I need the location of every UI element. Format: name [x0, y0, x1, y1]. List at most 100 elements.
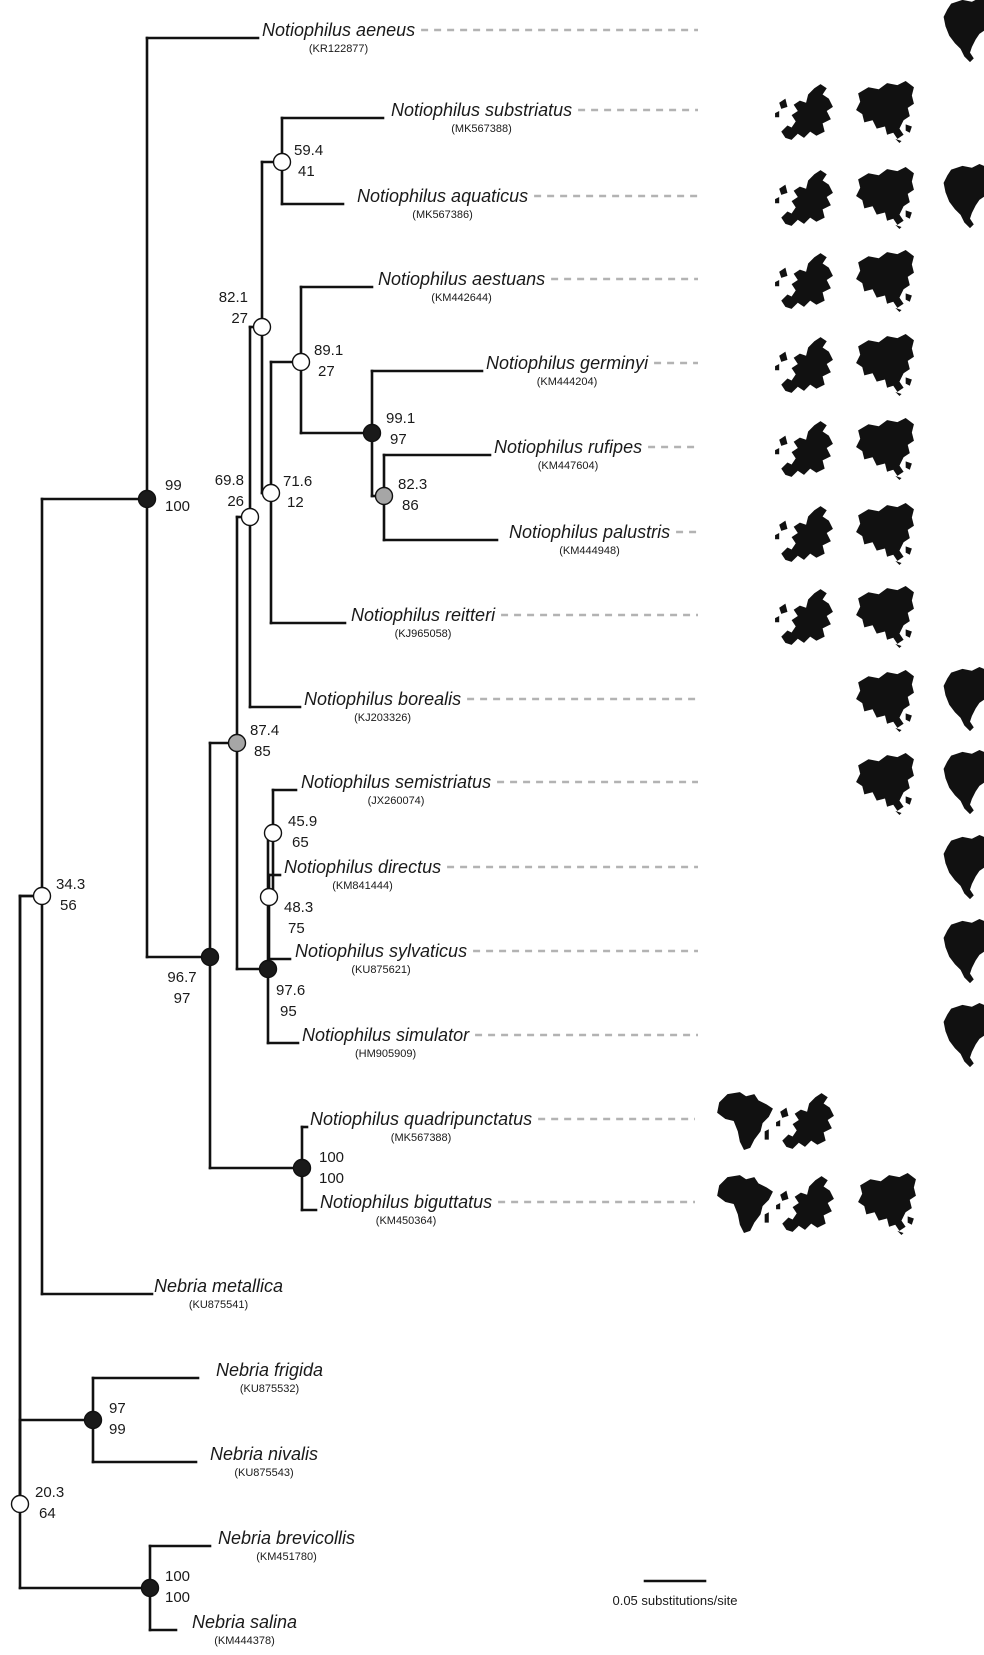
node-n_quad_big	[292, 1158, 312, 1178]
node-n_semi_dir	[263, 823, 283, 843]
taxon-name-substriatus: Notiophilus substriatus	[391, 100, 572, 120]
node-n_nearctic	[258, 959, 278, 979]
taxon-name-frigida: Nebria frigida	[216, 1360, 323, 1380]
asia-map-icon-palustris	[856, 503, 914, 566]
node-n_root	[10, 1494, 30, 1514]
asia-map-icon-reitteri	[856, 586, 914, 649]
accession-palustris: (KM444948)	[559, 545, 620, 557]
accession-germinyi: (KM444204)	[537, 376, 598, 388]
support-value-1-n_ruf_pal: 82.3	[398, 476, 427, 493]
accession-sylvaticus: (KU875621)	[351, 964, 410, 976]
support-value-2-n_frig_niv: 99	[109, 1421, 126, 1438]
asia-map-icon-aestuans	[856, 250, 914, 313]
north-america-map-icon-aeneus	[943, 0, 984, 63]
north-america-map-icon-sylvaticus	[943, 919, 984, 984]
europe-map-icon-rufipes	[775, 421, 833, 477]
accession-borealis: (KJ203326)	[354, 712, 411, 724]
support-value-1-n_main: 96.7	[167, 969, 196, 986]
accession-simulator: (HM905909)	[355, 1048, 416, 1060]
asia-map-icon-rufipes	[856, 418, 914, 481]
support-value-1-n_big_group: 87.4	[250, 722, 279, 739]
taxon-name-biguttatus: Notiophilus biguttatus	[320, 1192, 492, 1212]
node-n_aest_group	[291, 352, 311, 372]
support-value-1-n_root: 20.3	[35, 1484, 64, 1501]
taxon-name-directus: Notiophilus directus	[284, 857, 441, 877]
asia-map-icon-biguttatus	[858, 1173, 916, 1236]
asia-map-icon-germinyi	[856, 334, 914, 397]
taxon-name-sylvaticus: Notiophilus sylvaticus	[295, 941, 467, 961]
node-n_ger_ruf_pal	[362, 423, 382, 443]
taxon-name-salina: Nebria salina	[192, 1612, 297, 1632]
support-value-2-n_nearctic: 95	[280, 1003, 297, 1020]
node-n_ingroup_metallica	[32, 886, 52, 906]
taxon-name-brevicollis: Nebria brevicollis	[218, 1528, 355, 1548]
asia-map-icon-substriatus	[856, 81, 914, 144]
north-america-map-icon-simulator	[943, 1003, 984, 1068]
support-value-2-n_substr_aquat: 41	[298, 163, 315, 180]
support-value-1-n_semi_dir: 45.9	[288, 813, 317, 830]
accession-frigida: (KU875532)	[240, 1383, 299, 1395]
support-value-2-n_main: 97	[174, 990, 191, 1007]
accession-reitteri: (KJ965058)	[395, 628, 452, 640]
asia-map-icon-aquaticus	[856, 167, 914, 230]
north-america-map-icon-semistriatus	[943, 750, 984, 815]
taxon-name-quadripunctatus: Notiophilus quadripunctatus	[310, 1109, 532, 1129]
europe-map-icon-substriatus	[775, 84, 833, 140]
node-n_brev_sal	[140, 1578, 160, 1598]
north-america-map-icon-borealis	[943, 667, 984, 732]
support-value-2-n_root: 64	[39, 1505, 56, 1522]
scale-bar-label: 0.05 substitutions/site	[612, 1593, 737, 1608]
accession-salina: (KM444378)	[214, 1635, 275, 1647]
support-value-2-n_big_group: 85	[254, 743, 271, 760]
node-n_main	[200, 947, 220, 967]
taxon-name-nivalis: Nebria nivalis	[210, 1444, 318, 1464]
asia-map-icon-borealis	[856, 670, 914, 733]
support-value-1-n_substr_group: 82.1	[219, 289, 248, 306]
node-n_big_group	[227, 733, 247, 753]
support-value-2-n_quad_big: 100	[319, 1170, 344, 1187]
support-value-1-n_brev_sal: 100	[165, 1568, 190, 1585]
support-value-1-n_ingroup_metallica: 34.3	[56, 876, 85, 893]
node-n_dir_syl	[259, 887, 279, 907]
node-n_reitteri_group	[261, 483, 281, 503]
accession-nivalis: (KU875543)	[234, 1467, 293, 1479]
accession-rufipes: (KM447604)	[538, 460, 599, 472]
taxon-name-reitteri: Notiophilus reitteri	[351, 605, 496, 625]
north-america-map-icon-directus	[943, 835, 984, 900]
accession-biguttatus: (KM450364)	[376, 1215, 437, 1227]
europe-map-icon-quadripunctatus	[776, 1093, 834, 1149]
support-value-1-n_reitteri_group: 71.6	[283, 473, 312, 490]
node-n_frig_niv	[83, 1410, 103, 1430]
taxon-name-germinyi: Notiophilus germinyi	[486, 353, 649, 373]
accession-brevicollis: (KM451780)	[256, 1551, 317, 1563]
europe-map-icon-aquaticus	[775, 170, 833, 226]
africa-map-icon-quadripunctatus	[717, 1092, 773, 1150]
support-value-2-n_brev_sal: 100	[165, 1589, 190, 1606]
node-n_substr_group	[252, 317, 272, 337]
support-value-1-n_substr_aquat: 59.4	[294, 142, 323, 159]
taxon-name-palustris: Notiophilus palustris	[509, 522, 670, 542]
taxon-name-aquaticus: Notiophilus aquaticus	[357, 186, 528, 206]
support-value-2-n_ingroup_metallica: 56	[60, 897, 77, 914]
support-value-2-n_substr_group: 27	[231, 310, 248, 327]
support-value-1-n_notiophilus: 99	[165, 477, 182, 494]
support-value-2-n_semi_dir: 65	[292, 834, 309, 851]
support-value-2-n_ger_ruf_pal: 97	[390, 431, 407, 448]
accession-aeneus: (KR122877)	[309, 43, 368, 55]
north-america-map-icon-aquaticus	[943, 164, 984, 229]
taxon-name-aeneus: Notiophilus aeneus	[262, 20, 415, 40]
accession-quadripunctatus: (MK567388)	[391, 1132, 452, 1144]
support-value-1-n_ger_ruf_pal: 99.1	[386, 410, 415, 427]
taxon-name-borealis: Notiophilus borealis	[304, 689, 461, 709]
support-value-2-n_aest_group: 27	[318, 363, 335, 380]
node-n_notiophilus	[137, 489, 157, 509]
support-value-2-n_notiophilus: 100	[165, 498, 190, 515]
support-value-1-n_aest_group: 89.1	[314, 342, 343, 359]
taxon-name-semistriatus: Notiophilus semistriatus	[301, 772, 491, 792]
taxon-name-simulator: Notiophilus simulator	[302, 1025, 470, 1045]
taxon-name-metallica: Nebria metallica	[154, 1276, 283, 1296]
node-n_ruf_pal	[374, 486, 394, 506]
europe-map-icon-germinyi	[775, 337, 833, 393]
accession-substriatus: (MK567388)	[451, 123, 512, 135]
